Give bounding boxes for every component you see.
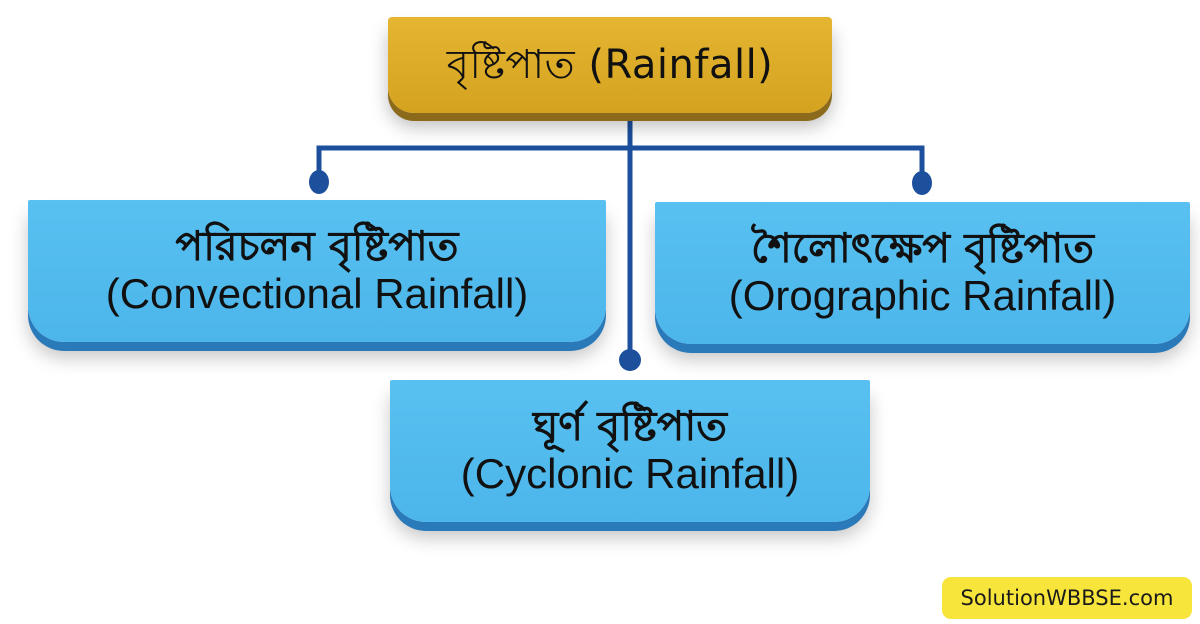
cyclonic-bengali-label: ঘূর্ণ বৃষ্টিপাত xyxy=(532,402,727,451)
dot-cyclonic-icon xyxy=(619,349,641,371)
orographic-english-label: (Orographic Rainfall) xyxy=(728,272,1117,320)
convectional-english-label: (Convectional Rainfall) xyxy=(105,270,529,318)
orographic-bengali-label: শৈলোৎক্ষেপ বৃষ্টিপাত xyxy=(750,224,1095,273)
node-convectional-rainfall: পরিচলন বৃষ্টিপাত (Convectional Rainfall) xyxy=(28,200,606,342)
cyclonic-english-label: (Cyclonic Rainfall) xyxy=(460,450,800,498)
dot-orographic-icon xyxy=(912,171,932,195)
watermark-badge: SolutionWBBSE.com xyxy=(942,577,1192,619)
node-orographic-rainfall: শৈলোৎক্ষেপ বৃষ্টিপাত (Orographic Rainfal… xyxy=(655,202,1190,344)
watermark-text: SolutionWBBSE.com xyxy=(960,586,1174,610)
branch-line xyxy=(316,145,925,185)
convectional-bengali-label: পরিচলন বৃষ্টিপাত xyxy=(175,222,459,271)
root-node-rainfall: বৃষ্টিপাত (Rainfall) xyxy=(388,17,832,113)
node-cyclonic-rainfall: ঘূর্ণ বৃষ্টিপাত (Cyclonic Rainfall) xyxy=(390,380,870,522)
root-node-label: বৃষ্টিপাত (Rainfall) xyxy=(446,42,774,88)
dot-convectional-icon xyxy=(309,170,329,194)
